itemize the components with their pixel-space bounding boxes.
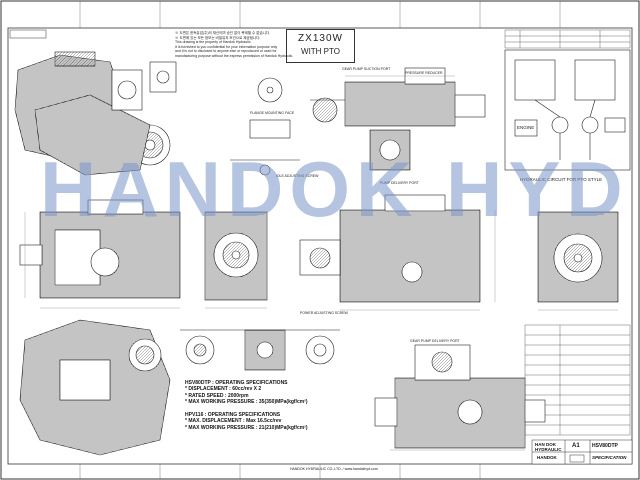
spec-hsv-line: * RATED SPEED : 2000rpm: [185, 392, 249, 399]
side-view-top: [310, 67, 486, 171]
border-ticks: [79, 1, 561, 479]
hydraulic-circuit: [504, 49, 631, 171]
label-pump-delivery: PUMP DELIVERY PORT: [380, 181, 419, 185]
spec-hpv-line: * MAX WORKING PRESSURE : 21(210)MPa(kgf/…: [185, 424, 308, 431]
spec-hpv-line: * MAX. DISPLACEMENT : Max 16.5cc/rev: [185, 418, 282, 425]
dimension-lines: [24, 75, 618, 451]
end-view-right: [537, 211, 619, 303]
label-power-adjust: POWER ADJUSTING SCREW: [300, 311, 348, 315]
iso-pump-top-left: [14, 51, 171, 176]
model-variant: WITH PTO: [301, 47, 340, 56]
title-logo: HANDOK: [537, 455, 557, 460]
footer-text: HANDOK HYDRAULIC CO.,LTD. / www.handokhy…: [290, 467, 378, 471]
model-title-box: ZX130W WITH PTO: [286, 29, 355, 63]
model-name: ZX130W: [298, 33, 343, 44]
notice-line: ※ 도면에 있는 모든 정보는 비밀유지 조건으로 제공됩니다.: [175, 35, 261, 40]
side-view-right: [299, 194, 481, 303]
spec-hsv-block: HSV80DTP : OPERATING SPECIFICATIONS * DI…: [185, 380, 308, 405]
title-company-1: HAN DOK: [535, 442, 556, 447]
spec-hpv-title: HPV116 : OPERATING SPECIFICATIONS: [185, 412, 281, 418]
title-doc-type: SPECIFICATION: [592, 455, 627, 460]
notice-line: This drawing is the property of Handok H…: [175, 40, 252, 44]
spec-hsv-line: * DISPLACEMENT : 60cc/rev X 2: [185, 386, 262, 393]
title-part-number: HSV80DTP: [592, 443, 618, 449]
label-hydraulic-circuit: HYDRAULIC CIRCUIT FOR PTO STYLE: [520, 177, 603, 182]
label-gear-pump-suction: GEAR PUMP SUCTION PORT: [342, 67, 391, 71]
iso-pump-bottom-left: [19, 319, 171, 456]
bottom-center-views: [180, 329, 340, 371]
spec-hpv-block: HPV116 : OPERATING SPECIFICATIONS * MAX.…: [185, 412, 308, 431]
end-view-top-middle: [111, 61, 300, 176]
title-sheet-size: A1: [572, 443, 580, 449]
label-gear-pump-delivery: GEAR PUMP DELIVERY PORT: [410, 339, 460, 343]
side-view-bottom: [374, 344, 546, 449]
side-view-left: [19, 199, 181, 299]
notice-line: and it is not to disclosed to anyone els…: [175, 49, 277, 53]
label-idle-adjust: IDLE ADJUSTING SCREW: [276, 174, 319, 178]
confidentiality-notice: ※ 도면은 한독유압(주)의 재산이며 승인 없이 복제할 수 없습니다. ※ …: [175, 31, 294, 58]
title-company-2: HYDRAULIC: [535, 447, 562, 452]
revision-table: [504, 29, 631, 49]
label-pressure-reducer: PRESSURE REDUCER: [405, 71, 443, 75]
spec-hsv-line: * MAX WORKING PRESSURE : 35(350)MPa(kgf/…: [185, 398, 308, 405]
label-flange: FLANGE MOUNTING FACE: [250, 111, 295, 115]
corner-logo: [9, 29, 47, 39]
label-engine: ENGINE: [517, 125, 535, 130]
notice-line: manufacturing purpose without the expres…: [175, 53, 294, 58]
spec-hsv-title: HSV80DTP : OPERATING SPECIFICATIONS: [185, 380, 288, 386]
spec-table-right: [524, 324, 631, 436]
title-block: [531, 439, 633, 465]
end-view-center: [204, 211, 268, 301]
notice-line: ※ 도면은 한독유압(주)의 재산이며 승인 없이 복제할 수 없습니다.: [175, 31, 271, 35]
notice-line: It is furnished to you confidential for …: [175, 44, 278, 49]
watermark: HANDOK HYD: [40, 145, 629, 233]
